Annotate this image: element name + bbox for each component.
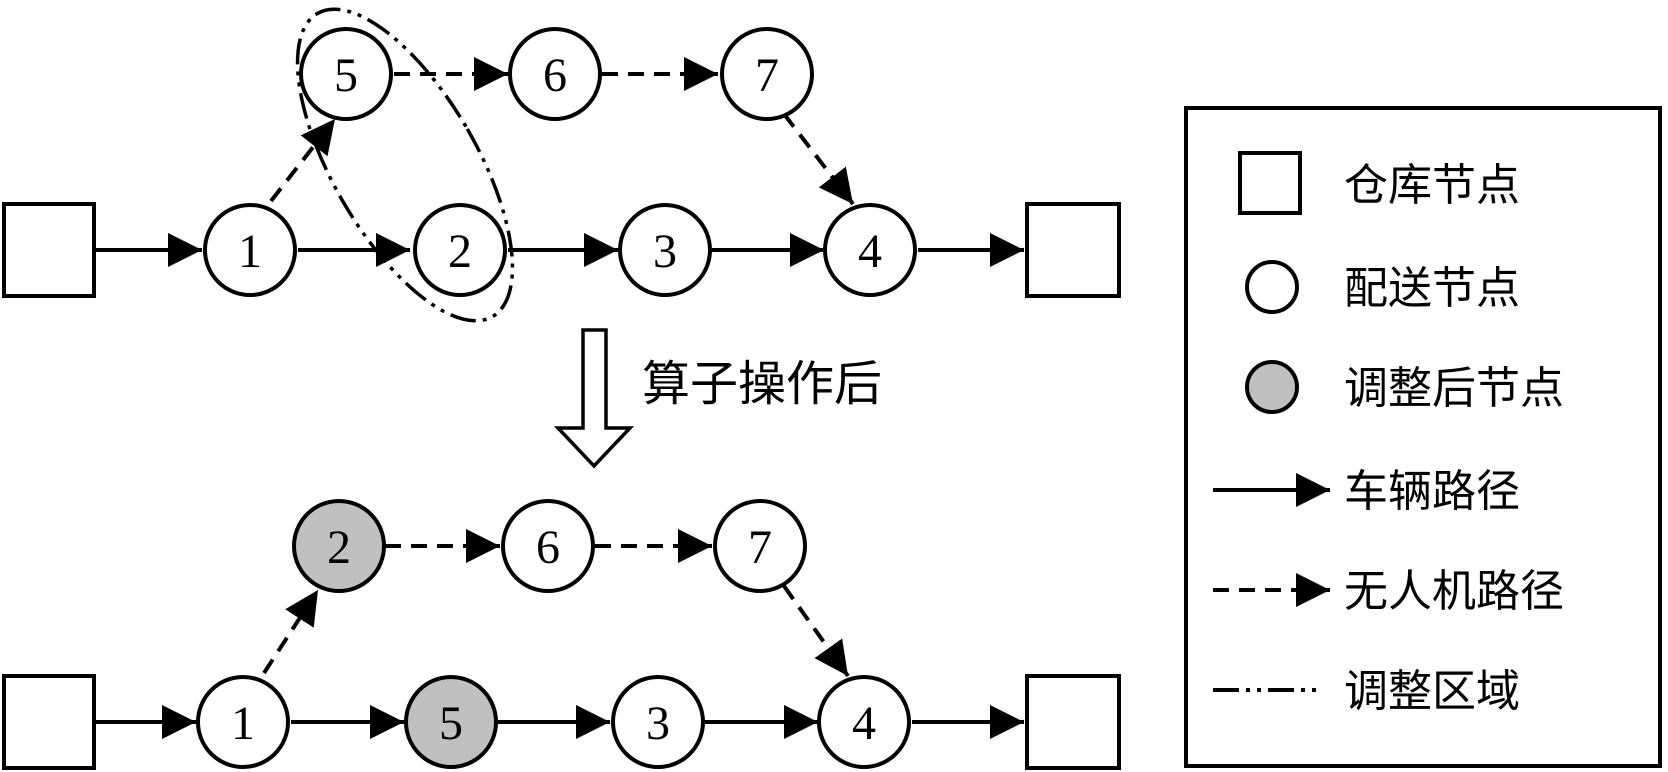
top-adjust-region: [295, 7, 515, 323]
svg-text:1: 1: [238, 225, 262, 278]
bottom-diagram: 1 5 3 4 2 6 7: [2, 499, 1121, 770]
svg-text:5: 5: [334, 49, 358, 102]
top-node-7: 7: [720, 27, 814, 121]
top-depot-end: [1025, 202, 1121, 298]
legend-item-adjusted: 调整后节点: [1245, 360, 1564, 414]
svg-text:7: 7: [755, 49, 779, 102]
hollow-down-arrow-icon: [553, 328, 635, 469]
legend-item-depot: 仓库节点: [1238, 151, 1520, 215]
bottom-node-1: 1: [196, 675, 290, 769]
top-node-3: 3: [618, 203, 712, 297]
bottom-node-5-adjusted: 5: [404, 675, 498, 769]
legend-item-drone-route: 无人机路径: [1213, 566, 1564, 617]
bottom-drone-edge-7-4: [782, 584, 850, 678]
top-node-6: 6: [508, 27, 602, 121]
legend-adjusted-circle-icon: [1245, 360, 1299, 414]
legend: 仓库节点 配送节点 调整后节点 车辆路径 无人机路径 调整区域: [1184, 106, 1662, 768]
top-drone-edge-7-4: [782, 112, 855, 206]
bottom-node-7: 7: [713, 499, 807, 593]
legend-adjusted-label: 调整后节点: [1344, 363, 1564, 414]
legend-item-adjust-region: 调整区域: [1213, 666, 1520, 717]
svg-text:2: 2: [448, 225, 472, 278]
bottom-node-2-adjusted: 2: [292, 499, 386, 593]
bottom-node-3: 3: [611, 675, 705, 769]
svg-text:2: 2: [327, 521, 351, 574]
operation-label: 算子操作后: [642, 356, 882, 412]
top-node-4: 4: [823, 203, 917, 297]
legend-item-vehicle-route: 车辆路径: [1213, 466, 1520, 517]
legend-adjust-region-label: 调整区域: [1344, 666, 1520, 717]
top-drone-edge-1-5: [269, 117, 337, 203]
operation-indicator: 算子操作后: [553, 328, 882, 469]
legend-delivery-label: 配送节点: [1344, 263, 1520, 314]
top-depot-start: [2, 202, 96, 298]
top-diagram: 1 2 3 4 5 6 7: [2, 7, 1121, 323]
svg-text:7: 7: [748, 521, 772, 574]
legend-box: [1184, 106, 1662, 768]
svg-text:5: 5: [439, 697, 463, 750]
bottom-node-4: 4: [817, 675, 911, 769]
svg-text:3: 3: [653, 225, 677, 278]
svg-text:3: 3: [646, 697, 670, 750]
legend-depot-square-icon: [1238, 151, 1302, 215]
legend-drone-route-label: 无人机路径: [1344, 566, 1564, 617]
top-node-1: 1: [203, 203, 297, 297]
legend-item-delivery: 配送节点: [1245, 260, 1520, 314]
bottom-drone-edge-1-2: [262, 588, 320, 675]
svg-text:4: 4: [858, 225, 882, 278]
legend-delivery-circle-icon: [1245, 260, 1299, 314]
top-node-5: 5: [299, 27, 393, 121]
svg-text:6: 6: [543, 49, 567, 102]
svg-text:6: 6: [536, 521, 560, 574]
bottom-depot-end: [1025, 674, 1121, 770]
svg-text:1: 1: [231, 697, 255, 750]
legend-vehicle-route-label: 车辆路径: [1344, 466, 1520, 517]
bottom-depot-start: [2, 674, 96, 770]
legend-depot-label: 仓库节点: [1344, 160, 1520, 211]
svg-text:4: 4: [852, 697, 876, 750]
bottom-node-6: 6: [501, 499, 595, 593]
top-node-2: 2: [413, 203, 507, 297]
